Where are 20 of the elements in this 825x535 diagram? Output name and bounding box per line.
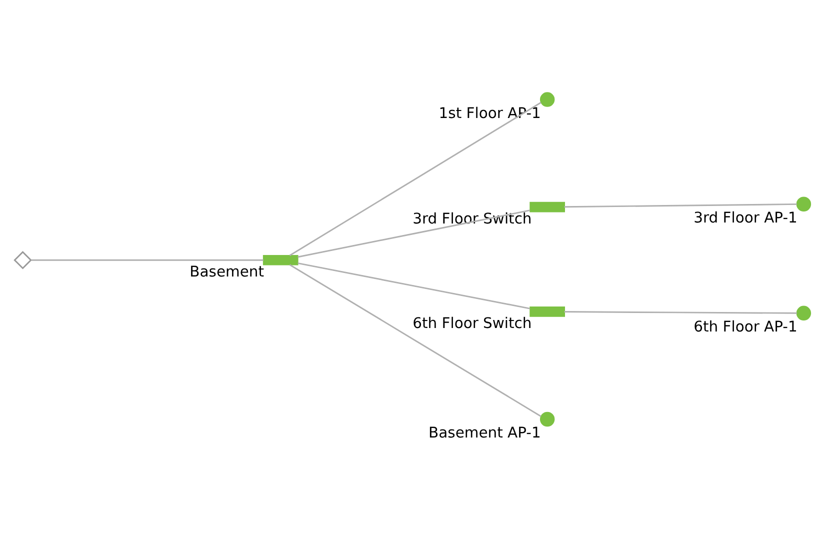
node-label: Basement AP-1	[428, 424, 541, 442]
node-box	[262, 254, 298, 266]
connector	[31, 259, 264, 261]
connector	[564, 311, 797, 314]
node-box	[530, 306, 565, 317]
connector	[289, 102, 542, 256]
connector	[298, 262, 530, 310]
node-label: Basement	[190, 263, 264, 280]
connector	[564, 203, 797, 208]
node-label: 3rd Floor AP-1	[694, 210, 798, 227]
node-circle	[540, 92, 555, 107]
node-label: 6th Floor Switch	[412, 314, 532, 332]
connector	[298, 210, 530, 258]
node-box	[530, 202, 565, 212]
node-diamond	[14, 250, 32, 270]
node-circle	[796, 306, 812, 321]
node-label: 6th Floor AP-1	[694, 318, 798, 336]
node-circle	[540, 412, 555, 427]
node-circle	[796, 196, 812, 212]
connector	[289, 264, 542, 417]
